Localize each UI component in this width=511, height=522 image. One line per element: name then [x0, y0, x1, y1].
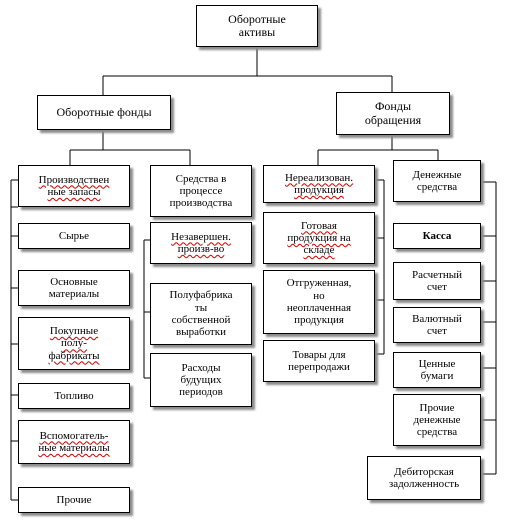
- right-header-node: Фонды обращения: [336, 92, 450, 135]
- left-header-label: Оборотные фонды: [56, 104, 152, 119]
- col3-node-3: Отгруженная, но неоплаченная продукция: [263, 270, 375, 334]
- col3-node-2-label: Готовая продукция на складе: [287, 219, 351, 257]
- col4-node-7-label: Дебиторская задолженность: [388, 465, 460, 490]
- col1-node-3-label: Основные материалы: [48, 275, 100, 300]
- col4-node-3-label: Расчетный счет: [411, 268, 463, 293]
- col4-node-3: Расчетный счет: [393, 262, 481, 300]
- col4-node-5-label: Ценные бумаги: [418, 357, 456, 382]
- col2-node-4: Расходы будущих периодов: [150, 353, 252, 407]
- col4-node-6-label: Прочие денежные средства: [413, 401, 461, 439]
- col4-node-1-label: Денежные средства: [412, 168, 462, 193]
- col1-node-4: Покупные полу- фабрикаты: [18, 317, 130, 370]
- col2-node-2-label: Незавершен. произв-во: [171, 230, 231, 255]
- col3-node-1: Нереализован. продукция: [263, 165, 375, 203]
- col4-node-4: Валютный счет: [393, 307, 481, 343]
- col1-node-2-label: Сырье: [58, 229, 90, 242]
- col2-node-1-label: Средства в процессе производства: [169, 172, 233, 210]
- right-header-label: Фонды обращения: [364, 99, 422, 127]
- root-node-label: Оборотные активы: [228, 11, 286, 39]
- col3-node-4: Товары для перепродажи: [263, 340, 375, 382]
- col4-node-5: Ценные бумаги: [393, 352, 481, 388]
- col1-node-5-label: Топливо: [54, 389, 94, 402]
- col2-node-4-label: Расходы будущих периодов: [179, 361, 223, 399]
- col2-node-3-label: Полуфабрика ты собственной выработки: [169, 289, 233, 339]
- col1-node-3: Основные материалы: [18, 270, 130, 306]
- col4-node-2-label: Касса: [422, 229, 452, 242]
- col2-node-2: Незавершен. произв-во: [150, 222, 252, 264]
- col2-node-1: Средства в процессе производства: [150, 165, 252, 217]
- col3-node-4-label: Товары для перепродажи: [288, 348, 350, 373]
- col3-node-1-label: Нереализован. продукция: [284, 171, 354, 196]
- col4-node-6: Прочие денежные средства: [393, 394, 481, 446]
- col1-node-1-label: Производствен ные запасы: [38, 173, 110, 198]
- col3-node-3-label: Отгруженная, но неоплаченная продукция: [286, 277, 352, 327]
- col1-node-6: Вспомогатель- ные материалы: [18, 420, 130, 464]
- root-node: Оборотные активы: [196, 5, 318, 47]
- col1-node-1: Производствен ные запасы: [18, 165, 130, 207]
- col2-node-3: Полуфабрика ты собственной выработки: [150, 283, 252, 345]
- col4-node-2: Касса: [393, 223, 481, 249]
- col4-node-1: Денежные средства: [393, 160, 481, 202]
- left-header-node: Оборотные фонды: [37, 95, 171, 130]
- col1-node-2: Сырье: [18, 223, 130, 249]
- col1-node-7-label: Прочие: [56, 493, 92, 506]
- col4-node-4-label: Валютный счет: [412, 312, 462, 337]
- col1-node-5: Топливо: [18, 383, 130, 409]
- col1-node-4-label: Покупные полу- фабрикаты: [48, 325, 100, 362]
- col4-node-7: Дебиторская задолженность: [367, 456, 481, 500]
- col3-node-2: Готовая продукция на складе: [263, 212, 375, 264]
- col1-node-6-label: Вспомогатель- ные материалы: [38, 429, 110, 454]
- col1-node-7: Прочие: [18, 487, 130, 513]
